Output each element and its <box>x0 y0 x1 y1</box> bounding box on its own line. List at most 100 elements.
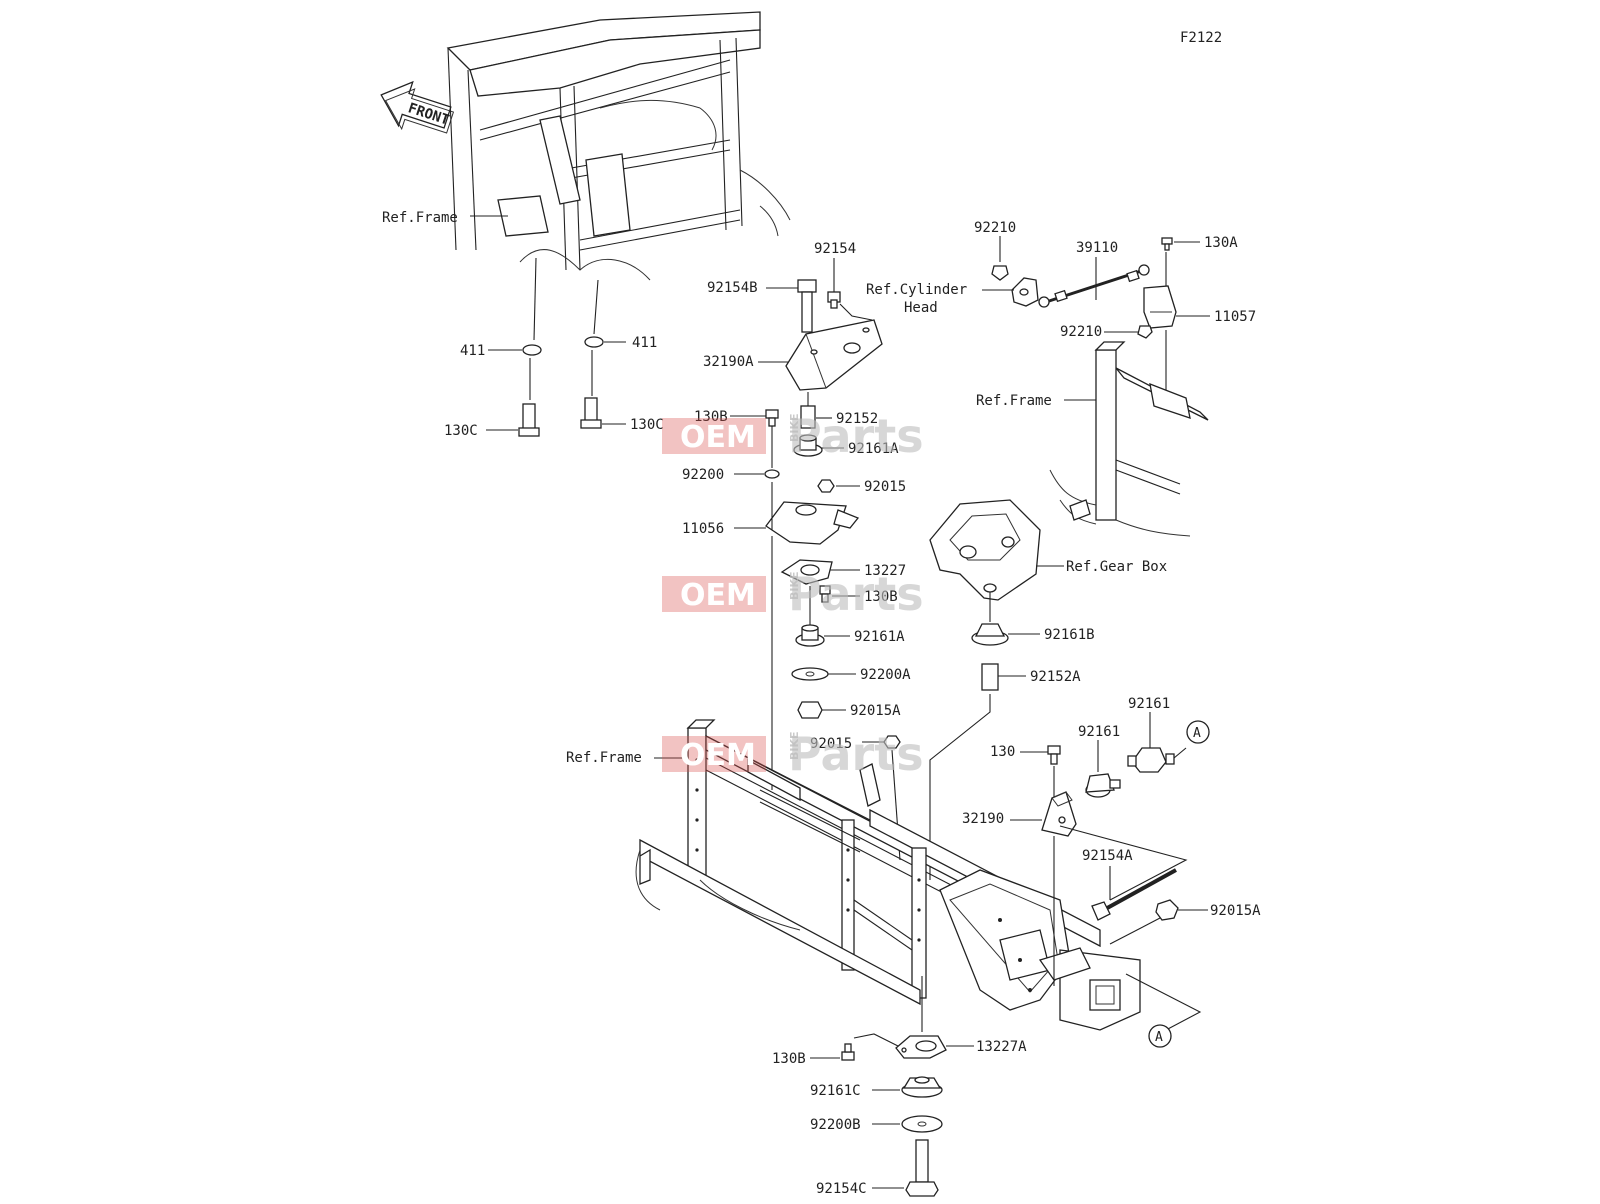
bolt-130A <box>1161 237 1173 251</box>
callout-a-upper-label: A <box>1193 726 1201 741</box>
bracket-32190A <box>785 319 883 391</box>
label-13227: 13227 <box>864 563 906 579</box>
label-411-left: 411 <box>460 343 485 359</box>
label-13227A: 13227A <box>976 1039 1027 1055</box>
bolt-130C-right <box>580 397 602 429</box>
watermark-upper-word1: OEM <box>680 420 756 455</box>
right-frame-drawing <box>1049 341 1209 537</box>
label-130B-mid: 130B <box>864 589 898 605</box>
label-ref-gear-box: Ref.Gear Box <box>1066 559 1167 575</box>
label-92015-lower: 92015 <box>810 736 852 752</box>
callout-a-lower: A <box>1148 1024 1172 1048</box>
bolt-92154A <box>1091 868 1177 921</box>
callout-a-lower-label: A <box>1155 1030 1163 1045</box>
upper-frame-drawing <box>446 11 791 281</box>
label-92161-right: 92161 <box>1128 696 1170 712</box>
collar-92152 <box>800 405 816 429</box>
label-130B-lower: 130B <box>772 1051 806 1067</box>
plate-13227 <box>780 559 833 585</box>
label-130A: 130A <box>1204 235 1238 251</box>
label-92015-upper: 92015 <box>864 479 906 495</box>
label-92152A: 92152A <box>1030 669 1081 685</box>
washer-92200 <box>764 469 780 479</box>
nut-92210-upper <box>991 265 1009 281</box>
label-11057: 11057 <box>1214 309 1256 325</box>
label-92210-lower: 92210 <box>1060 324 1102 340</box>
washer-92200B <box>901 1115 943 1133</box>
label-ref-frame-lower: Ref.Frame <box>566 750 642 766</box>
bracket-cylinder-head <box>1011 277 1039 307</box>
label-ref-cylinder-head-2: Head <box>904 300 938 316</box>
rod-39110 <box>1038 264 1150 308</box>
mount-92161-mid <box>1085 773 1121 798</box>
bolt-92154 <box>827 291 841 309</box>
rubber-92161C <box>901 1076 943 1098</box>
bolt-130B-mid <box>819 585 831 603</box>
bolt-92154C <box>905 1139 939 1197</box>
gearbox-mount-drawing <box>929 499 1041 601</box>
diagram-code: F2122 <box>1180 30 1222 46</box>
label-92161C: 92161C <box>810 1083 861 1099</box>
label-92210-upper: 92210 <box>974 220 1016 236</box>
label-92161-mid: 92161 <box>1078 724 1120 740</box>
washer-411-left <box>522 344 542 356</box>
washer-92200A <box>791 667 829 681</box>
label-92200B: 92200B <box>810 1117 861 1133</box>
bracket-11057 <box>1143 285 1177 329</box>
label-130: 130 <box>990 744 1015 760</box>
watermark-middle-word3: Parts <box>788 567 924 621</box>
label-130C-left: 130C <box>444 423 478 439</box>
rubber-92161A-lower <box>795 624 825 647</box>
label-92154C: 92154C <box>816 1181 867 1197</box>
bracket-11056 <box>765 501 860 545</box>
nut-92015-upper <box>817 479 835 493</box>
watermark-middle-word2: BIKE <box>788 571 801 600</box>
label-11056: 11056 <box>682 521 724 537</box>
watermark-lower: OEM BIKE Parts <box>662 727 924 781</box>
watermark-middle: OEM BIKE Parts <box>662 567 924 621</box>
watermark-lower-word2: BIKE <box>788 731 801 760</box>
watermark-lower-word3: Parts <box>788 727 924 781</box>
label-39110: 39110 <box>1076 240 1118 256</box>
label-92200: 92200 <box>682 467 724 483</box>
label-92015A-center: 92015A <box>850 703 901 719</box>
washer-411-right <box>584 336 604 348</box>
label-92200A: 92200A <box>860 667 911 683</box>
bolt-130B-lower <box>841 1043 855 1061</box>
bolt-130C-left <box>518 403 540 437</box>
nut-92015A-center <box>797 701 823 719</box>
watermark-middle-word1: OEM <box>680 578 756 613</box>
watermark-upper-word2: BIKE <box>788 413 801 442</box>
label-92154A: 92154A <box>1082 848 1133 864</box>
bracket-32190 <box>1041 791 1077 837</box>
label-92161B: 92161B <box>1044 627 1095 643</box>
label-130C-right: 130C <box>630 417 664 433</box>
front-arrow-icon: FRONT <box>380 80 455 134</box>
bolt-130B-upper <box>765 409 779 427</box>
label-92015A-right: 92015A <box>1210 903 1261 919</box>
label-ref-cylinder-head-1: Ref.Cylinder <box>866 282 967 298</box>
label-92154B: 92154B <box>707 280 758 296</box>
main-frame-drawing <box>635 719 1141 1031</box>
label-32190: 32190 <box>962 811 1004 827</box>
watermark-upper-word3: Parts <box>788 409 924 463</box>
label-130B-upper: 130B <box>694 409 728 425</box>
nut-92210-lower <box>1137 325 1153 339</box>
mount-92161-right <box>1127 747 1175 773</box>
label-92152: 92152 <box>836 411 878 427</box>
bolt-92154B <box>797 279 817 333</box>
label-411-right: 411 <box>632 335 657 351</box>
bolt-130 <box>1047 745 1061 765</box>
watermark-lower-word1: OEM <box>680 738 756 773</box>
rubber-92161A-upper <box>793 434 823 457</box>
callout-a-upper: A <box>1186 720 1210 744</box>
nut-92015-lower <box>883 735 901 749</box>
label-92161A-lower: 92161A <box>854 629 905 645</box>
label-ref-frame-upper: Ref.Frame <box>382 210 458 226</box>
label-32190A: 32190A <box>703 354 754 370</box>
rubber-92161B <box>971 623 1009 646</box>
watermark-upper: OEM BIKE Parts <box>662 409 924 463</box>
label-92154: 92154 <box>814 241 856 257</box>
